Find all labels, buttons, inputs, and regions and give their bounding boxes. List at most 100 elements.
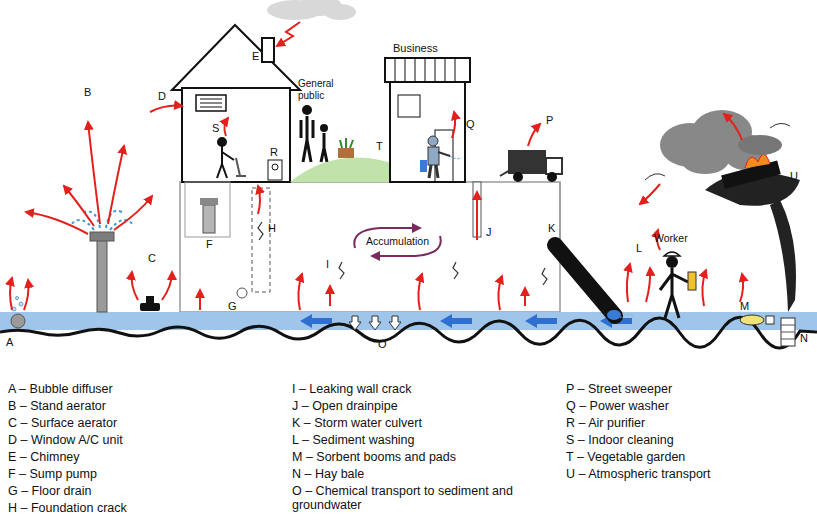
house (172, 25, 300, 237)
emission-arrow (740, 274, 743, 302)
bubble-diffuser (11, 297, 25, 329)
key-entry: A – Bubble diffuser (8, 382, 113, 396)
house (262, 38, 274, 62)
callout-letter: T (376, 140, 383, 153)
callout-letter: D (158, 90, 166, 103)
business (398, 95, 420, 117)
transport-arrow (349, 316, 401, 330)
key-entry: I – Leaking wall crack (292, 382, 542, 396)
indoor-cleaner (218, 138, 226, 146)
key-entry: K – Storm water culvert (292, 416, 542, 430)
soil-block (180, 182, 560, 312)
house (182, 88, 290, 182)
emission-arrow (108, 146, 124, 224)
train-fire (770, 200, 796, 312)
key-entry: H – Foundation crack (8, 501, 127, 515)
emission-arrow (724, 114, 742, 140)
sump-pump (200, 198, 218, 233)
callout-letter: P (546, 114, 553, 127)
transport-arrow (369, 316, 381, 330)
vegetable-garden (340, 138, 353, 148)
callout-letter: H (268, 222, 276, 235)
street-sweeper (500, 170, 510, 176)
crack (339, 262, 344, 279)
key-entry: P – Street sweeper (566, 382, 672, 396)
house (200, 99, 222, 107)
key-entry: C – Surface aerator (8, 416, 117, 430)
street-sweeper (500, 150, 562, 182)
emission-arrow (498, 276, 502, 310)
air-purifier (268, 160, 282, 180)
emission-arrow (162, 272, 172, 300)
floor-drain (237, 288, 247, 298)
key-entry: G – Floor drain (8, 484, 91, 498)
bubble-diffuser (16, 297, 19, 300)
smoke-cloud (324, 4, 356, 20)
hay-bale (781, 318, 795, 346)
emission-arrow (26, 212, 88, 234)
air-purifier (268, 160, 282, 180)
sump-pump (203, 205, 215, 233)
culvert (555, 245, 615, 316)
emission-arrow (114, 196, 152, 230)
callout-letter: L (636, 242, 642, 255)
water-body (0, 317, 817, 348)
emission-arrow (646, 268, 650, 302)
street-sweeper (547, 172, 557, 182)
callout-letter: G (228, 300, 237, 313)
key-entry: D – Window A/C unit (8, 433, 123, 447)
key-entry: M – Sorbent booms and pads (292, 450, 542, 464)
street-sweeper (508, 150, 546, 174)
power-washer (429, 165, 438, 178)
key-entry: U – Atmospheric transport (566, 467, 711, 481)
emission-arrow (224, 118, 228, 136)
air-purifier (272, 164, 278, 170)
worker (660, 252, 696, 318)
transport-arrow (389, 316, 401, 330)
water-body (0, 312, 817, 348)
group-label: Worker (654, 232, 688, 244)
indoor-cleaner (217, 138, 246, 178)
callout-letter: A (6, 336, 13, 349)
soil-block (180, 182, 560, 312)
worker (664, 252, 680, 256)
floor-drain (252, 188, 270, 292)
stand-aerator (70, 211, 134, 230)
flow-arrow (300, 314, 632, 328)
stand-aerator (70, 211, 134, 312)
callout-letter: S (212, 122, 219, 135)
emission-arrow (528, 124, 540, 146)
emission-arrow (452, 112, 455, 138)
accumulation-loop (354, 228, 440, 256)
key-entry: J – Open drainpipe (292, 399, 542, 413)
flow-arrow (300, 314, 332, 328)
group-label: Business (393, 42, 438, 55)
callout-letter: E (252, 50, 259, 63)
emission-arrow (88, 122, 100, 224)
callout-letter: I (326, 258, 329, 271)
crack (258, 222, 263, 240)
emission-arrow (476, 192, 478, 240)
emission-arrow (524, 288, 526, 306)
business (395, 58, 455, 82)
key-entry: B – Stand aerator (8, 399, 106, 413)
train-fire (705, 135, 800, 312)
emission-arrow (64, 186, 94, 226)
indoor-cleaner (236, 158, 246, 176)
power-washer (420, 160, 427, 172)
emission-arrow (702, 270, 706, 306)
bubble-diffuser (11, 314, 25, 328)
callout-letter: N (800, 332, 808, 345)
callout-letter: J (486, 226, 492, 239)
key-entry: Q – Power washer (566, 399, 669, 413)
emission-arrow (24, 280, 29, 310)
stand-aerator (90, 232, 114, 241)
general-public (302, 105, 312, 115)
emission-arrow (150, 106, 182, 112)
emission-arrow (418, 274, 422, 310)
culvert (555, 245, 634, 320)
bubble-diffuser (19, 302, 23, 306)
loop-label: Accumulation (366, 235, 429, 247)
